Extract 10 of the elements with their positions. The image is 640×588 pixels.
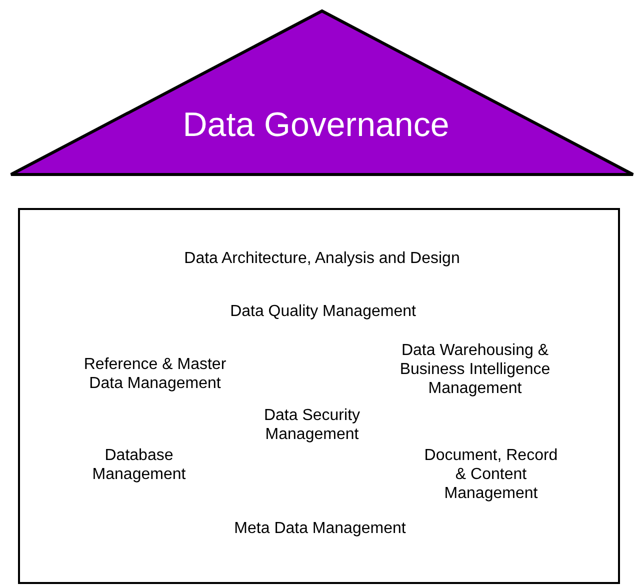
frame-box — [18, 208, 620, 584]
area-label: Database Management — [92, 446, 186, 484]
area-label: Reference & Master Data Management — [83, 354, 227, 392]
node-title: Data Governance — [182, 105, 450, 146]
area-label: Data Quality Management — [230, 302, 416, 320]
area-label: Meta Data Management — [234, 518, 406, 538]
area-label: Data Warehousing & Business Intelligence Management — [399, 340, 551, 398]
area-label: Data Architecture, Analysis and Design — [184, 248, 460, 268]
area-label: Data Security Management — [263, 406, 361, 444]
area-label: Document, Record & Content Management — [424, 446, 558, 502]
